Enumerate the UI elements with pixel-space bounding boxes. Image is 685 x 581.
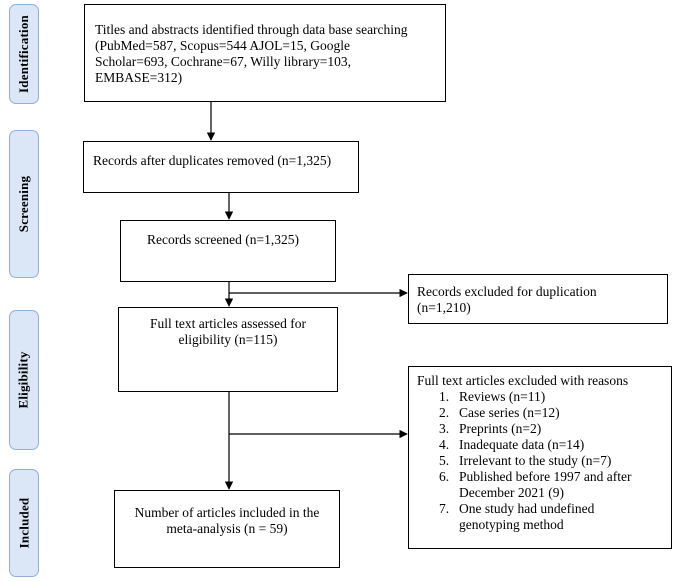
full-text-assessed-line-1: Full text articles assessed for <box>150 316 306 331</box>
phase-eligibility: Eligibility <box>9 310 39 450</box>
reason-text-7: One study had undefined <box>459 501 595 516</box>
reason-num-2: 2. <box>439 405 450 420</box>
duplicates-removed-box: Records after duplicates removed (n=1,32… <box>83 141 359 193</box>
excluded-reasons-list: 1. Reviews (n=11) 2. Case series (n=12) 3.… <box>417 389 671 533</box>
reason-text-1: Reviews (n=11) <box>459 389 546 404</box>
excluded-reasons-title: Full text articles excluded with reasons <box>417 373 629 388</box>
reason-item-4: 4. Inadequate data (n=14) <box>439 437 671 453</box>
identified-line-3: Scholar=693, Cochrane=67, Willy library=… <box>95 54 351 69</box>
identified-records-box: Titles and abstracts identified through … <box>84 4 446 102</box>
reason-item-3: 3. Preprints (n=2) <box>439 421 671 437</box>
excluded-reasons-box: Full text articles excluded with reasons… <box>408 366 672 549</box>
records-screened-box: Records screened (n=1,325) <box>120 220 336 282</box>
reason-text-6: Published before 1997 and after <box>459 469 632 484</box>
identified-line-1: Titles and abstracts identified through … <box>95 22 408 37</box>
phase-included-label: Included <box>16 497 32 549</box>
phase-eligibility-label: Eligibility <box>16 351 32 409</box>
phase-screening: Screening <box>9 130 39 278</box>
excluded-duplication-line-1: Records excluded for duplication <box>417 284 597 299</box>
reason-num-4: 4. <box>439 437 450 452</box>
phase-screening-label: Screening <box>16 175 32 233</box>
included-line-2: meta-analysis (n = 59) <box>166 521 288 536</box>
reason-item-6: 6. Published before 1997 and after <box>439 469 671 485</box>
phase-included: Included <box>9 469 39 577</box>
reason-num-7: 7. <box>439 501 450 516</box>
reason-item-7: 7. One study had undefined <box>439 501 671 517</box>
records-screened-text: Records screened (n=1,325) <box>147 232 299 247</box>
reason-num-1: 1. <box>439 389 450 404</box>
reason-num-3: 3. <box>439 421 450 436</box>
reason-num-5: 5. <box>439 453 450 468</box>
excluded-duplication-box: Records excluded for duplication (n=1,21… <box>408 274 668 324</box>
reason-text-2: Case series (n=12) <box>459 405 560 420</box>
full-text-assessed-box: Full text articles assessed for eligibil… <box>118 307 338 392</box>
duplicates-removed-text: Records after duplicates removed (n=1,32… <box>93 153 332 168</box>
reason-num-6: 6. <box>439 469 450 484</box>
reason-text-7-cont: genotyping method <box>459 517 564 532</box>
included-box: Number of articles included in the meta-… <box>114 490 340 568</box>
reason-item-5: 5. Irrelevant to the study (n=7) <box>439 453 671 469</box>
phase-identification-label: Identification <box>16 15 32 93</box>
included-line-1: Number of articles included in the <box>134 505 320 520</box>
reason-text-3: Preprints (n=2) <box>459 421 542 436</box>
reason-item-1: 1. Reviews (n=11) <box>439 389 671 405</box>
identified-line-2: (PubMed=587, Scopus=544 AJOL=15, Google <box>95 38 350 53</box>
reason-item-2: 2. Case series (n=12) <box>439 405 671 421</box>
identified-line-4: EMBASE=312) <box>95 70 183 85</box>
phase-identification: Identification <box>9 4 39 104</box>
reason-text-5: Irrelevant to the study (n=7) <box>459 453 612 468</box>
full-text-assessed-line-2: eligibility (n=115) <box>178 332 278 347</box>
reason-text-4: Inadequate data (n=14) <box>459 437 585 452</box>
excluded-duplication-line-2: (n=1,210) <box>417 300 471 315</box>
reason-text-6-cont: December 2021 (9) <box>459 485 564 500</box>
